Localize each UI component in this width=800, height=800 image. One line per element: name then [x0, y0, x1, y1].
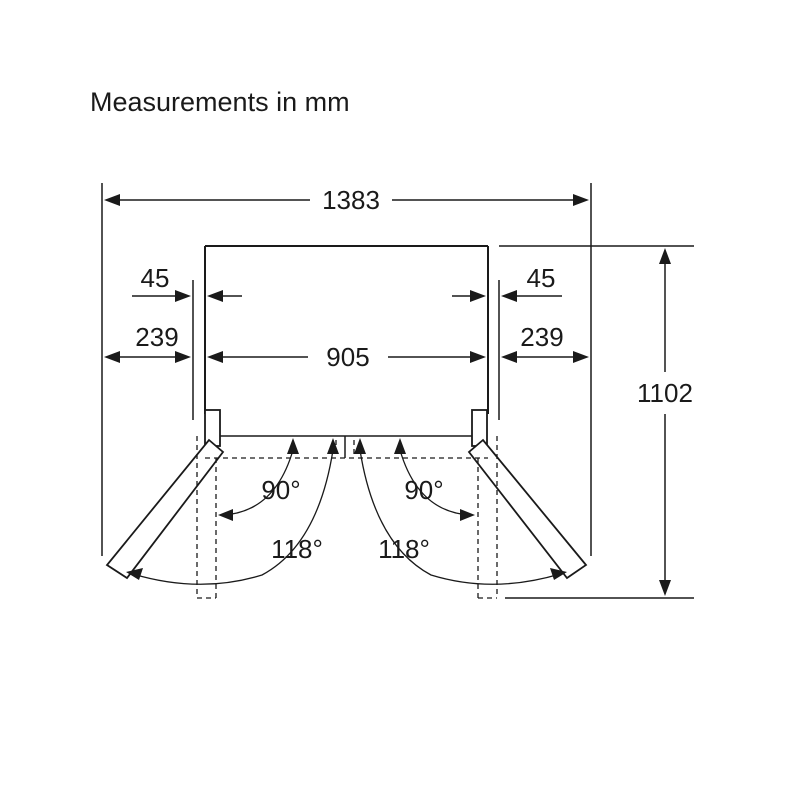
left-door [105, 438, 225, 580]
overall-width-label: 1383 [322, 185, 380, 215]
right-hinge [471, 409, 488, 447]
door-swing-outlines [196, 436, 498, 599]
angle-arc-left-118: 118° [126, 438, 339, 585]
clearance-right-label: 239 [520, 322, 563, 352]
diagram-title: Measurements in mm [90, 87, 350, 117]
right-door [467, 438, 588, 580]
body-width-label: 905 [326, 342, 369, 372]
depth-label: 1102 [637, 378, 693, 408]
hinge-left-label: 45 [141, 263, 170, 293]
fridge-body [204, 245, 489, 458]
dimension-clearance-right: 239 [501, 322, 589, 363]
dimension-hinge-left: 45 [132, 263, 242, 302]
angle-right-90-label: 90° [404, 475, 443, 505]
extension-lines [101, 183, 694, 599]
angle-left-118-label: 118° [271, 534, 323, 564]
hinge-right-label: 45 [527, 263, 556, 293]
angle-right-118-label: 118° [378, 534, 430, 564]
dimension-hinge-right: 45 [452, 263, 562, 302]
angle-left-90-label: 90° [261, 475, 300, 505]
left-hinge [204, 409, 221, 447]
dimension-body-width: 905 [207, 342, 486, 372]
angle-arc-right-118: 118° [354, 438, 567, 585]
dimension-depth: 1102 [637, 248, 693, 596]
dimension-overall-width: 1383 [104, 185, 589, 215]
clearance-left-label: 239 [135, 322, 178, 352]
dimension-clearance-left: 239 [104, 322, 191, 363]
angle-arc-left-90: 90° [218, 438, 301, 521]
angle-arc-right-90: 90° [394, 438, 475, 521]
